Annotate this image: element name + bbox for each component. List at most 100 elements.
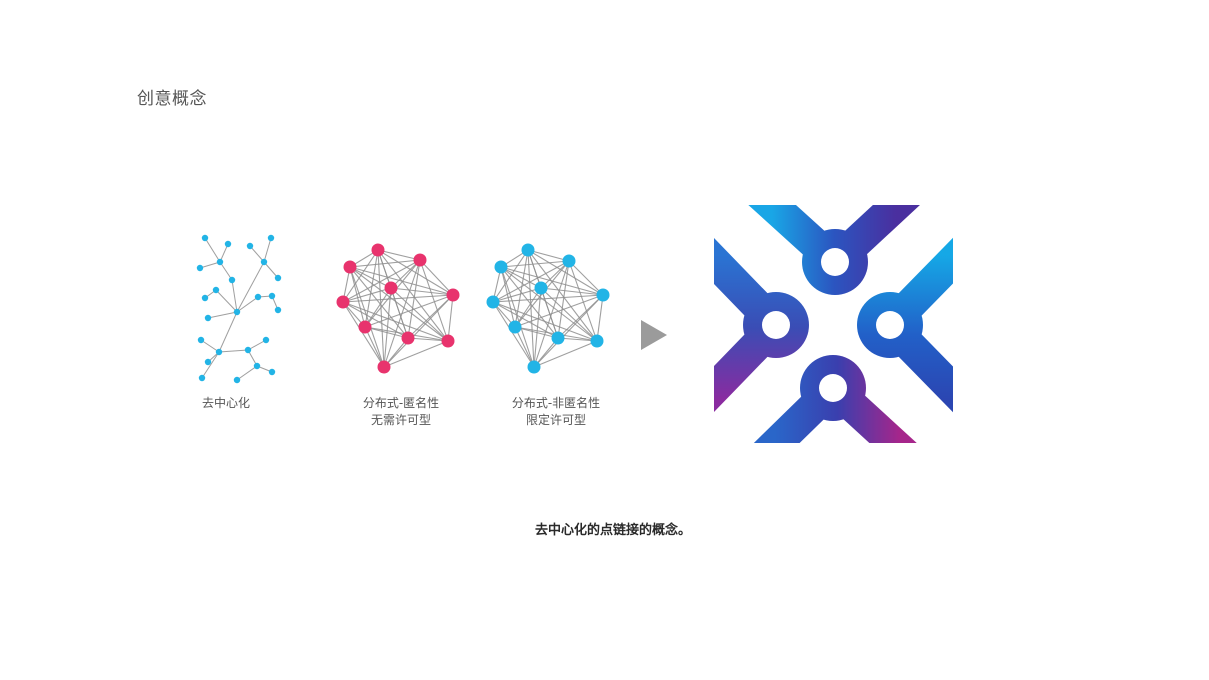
network-edge <box>383 287 392 368</box>
network-node <box>198 374 206 382</box>
network-edge <box>514 326 535 368</box>
network-edge <box>342 301 385 368</box>
network-edge <box>447 294 454 342</box>
network-edge <box>349 266 454 296</box>
network-edge <box>247 339 267 351</box>
network-node <box>486 295 500 309</box>
network-node <box>254 293 262 301</box>
network-node <box>401 331 415 345</box>
logo-loop-top <box>748 205 920 295</box>
network-edge <box>492 301 598 342</box>
network-edge <box>500 266 542 289</box>
network-node <box>358 320 372 334</box>
decentralized-network-diagram <box>196 234 282 384</box>
network-edge <box>219 261 233 281</box>
network-edge <box>364 249 379 328</box>
network-edge <box>568 260 598 342</box>
network-edge <box>596 294 604 342</box>
label-line: 分布式-匿名性 <box>362 396 440 410</box>
network-edge <box>349 266 392 289</box>
logo-loop-bottom <box>753 355 917 443</box>
network-node <box>494 260 508 274</box>
network-edge <box>364 326 385 368</box>
logo-loop-right <box>857 237 953 413</box>
network-edge <box>527 249 598 342</box>
page-title: 创意概念 <box>137 89 207 109</box>
network-edge <box>263 237 272 263</box>
network-edge <box>390 259 421 289</box>
network-edge <box>540 287 559 339</box>
network-edge <box>218 349 249 353</box>
network-edge <box>514 326 559 339</box>
network-edge <box>500 266 516 328</box>
network-node <box>246 242 254 250</box>
network-edge <box>492 301 535 368</box>
network-edge <box>500 266 604 296</box>
network-edge <box>218 311 238 353</box>
network-edge <box>349 266 449 342</box>
network-edge <box>500 266 559 339</box>
network-node <box>527 360 541 374</box>
network-edge <box>533 287 542 368</box>
network-edge <box>390 287 409 339</box>
network-node <box>267 234 275 242</box>
network-edge <box>201 351 220 379</box>
network-node <box>371 243 385 257</box>
network-edge <box>533 340 598 368</box>
network-edge <box>349 266 409 339</box>
network-node <box>551 331 565 345</box>
network-node <box>215 348 223 356</box>
network-node <box>534 281 548 295</box>
network-node <box>196 264 204 272</box>
network-edge <box>236 261 265 313</box>
network-edge <box>342 287 392 303</box>
network-edge <box>557 260 570 339</box>
network-edge <box>236 296 259 313</box>
label-line: 去中心化 <box>201 396 250 410</box>
network-edge <box>342 259 421 303</box>
network-edge <box>540 287 598 342</box>
network-node <box>446 288 460 302</box>
network-node <box>197 336 205 344</box>
network-edge <box>419 259 449 342</box>
play-arrow-icon <box>641 320 667 350</box>
network-node <box>204 358 212 366</box>
network-edge <box>199 261 221 269</box>
network-node <box>562 254 576 268</box>
network-edge <box>407 337 449 342</box>
network-edge <box>364 287 392 328</box>
network-node <box>590 334 604 348</box>
network-node <box>260 258 268 266</box>
network-edge <box>377 249 421 261</box>
network-edge <box>364 326 409 339</box>
network-edge <box>349 266 385 368</box>
network-edge <box>383 340 449 368</box>
network-edge <box>200 339 220 353</box>
network-edge <box>219 243 229 263</box>
network-edge <box>568 260 604 296</box>
network-node <box>274 274 282 282</box>
distributed-anonymous-network-diagram <box>336 243 460 374</box>
network-node <box>262 336 270 344</box>
network-edge <box>492 260 570 303</box>
network-node <box>384 281 398 295</box>
network-edge <box>527 249 570 262</box>
network-edge <box>342 249 379 303</box>
label-line: 无需许可型 <box>370 413 431 427</box>
network-edge <box>349 266 366 328</box>
network-node <box>596 288 610 302</box>
decentralized-x-loop-logo <box>714 205 953 443</box>
network-edge <box>527 249 535 368</box>
network-node <box>377 360 391 374</box>
network-edge <box>204 237 221 263</box>
network-node <box>204 314 212 322</box>
network-edge <box>383 294 454 368</box>
network-node <box>508 320 522 334</box>
distributed-permissioned-network-diagram <box>486 243 610 374</box>
network-node <box>201 294 209 302</box>
network-node <box>233 376 241 384</box>
network-node <box>343 260 357 274</box>
network-edge <box>249 245 265 263</box>
network-edge <box>492 249 529 303</box>
